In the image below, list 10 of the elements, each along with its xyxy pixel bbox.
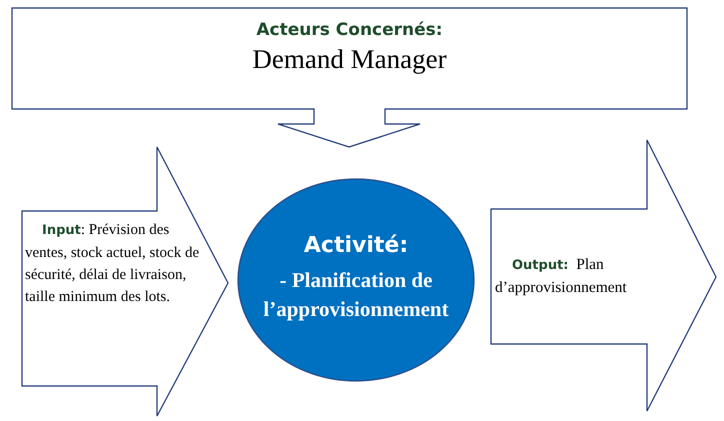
- output-panel: [491, 140, 717, 411]
- activity-text: - Planification de l’approvisionnement: [262, 267, 450, 323]
- heading: Acteurs Concernés:: [255, 20, 444, 40]
- output-text: Output: Plan d’approvisionnement: [495, 255, 628, 298]
- callout-box: [12, 8, 687, 147]
- input-panel: [22, 147, 228, 416]
- input-text: Input: Prévision des ventes, stock actuel, stock de sécurité, délai de livraison, taille minimum des lots.: [25, 221, 200, 307]
- actor-text: Demand Manager: [251, 44, 448, 75]
- activity-ellipse: [237, 178, 475, 382]
- activity-heading: Activité:: [302, 233, 410, 258]
